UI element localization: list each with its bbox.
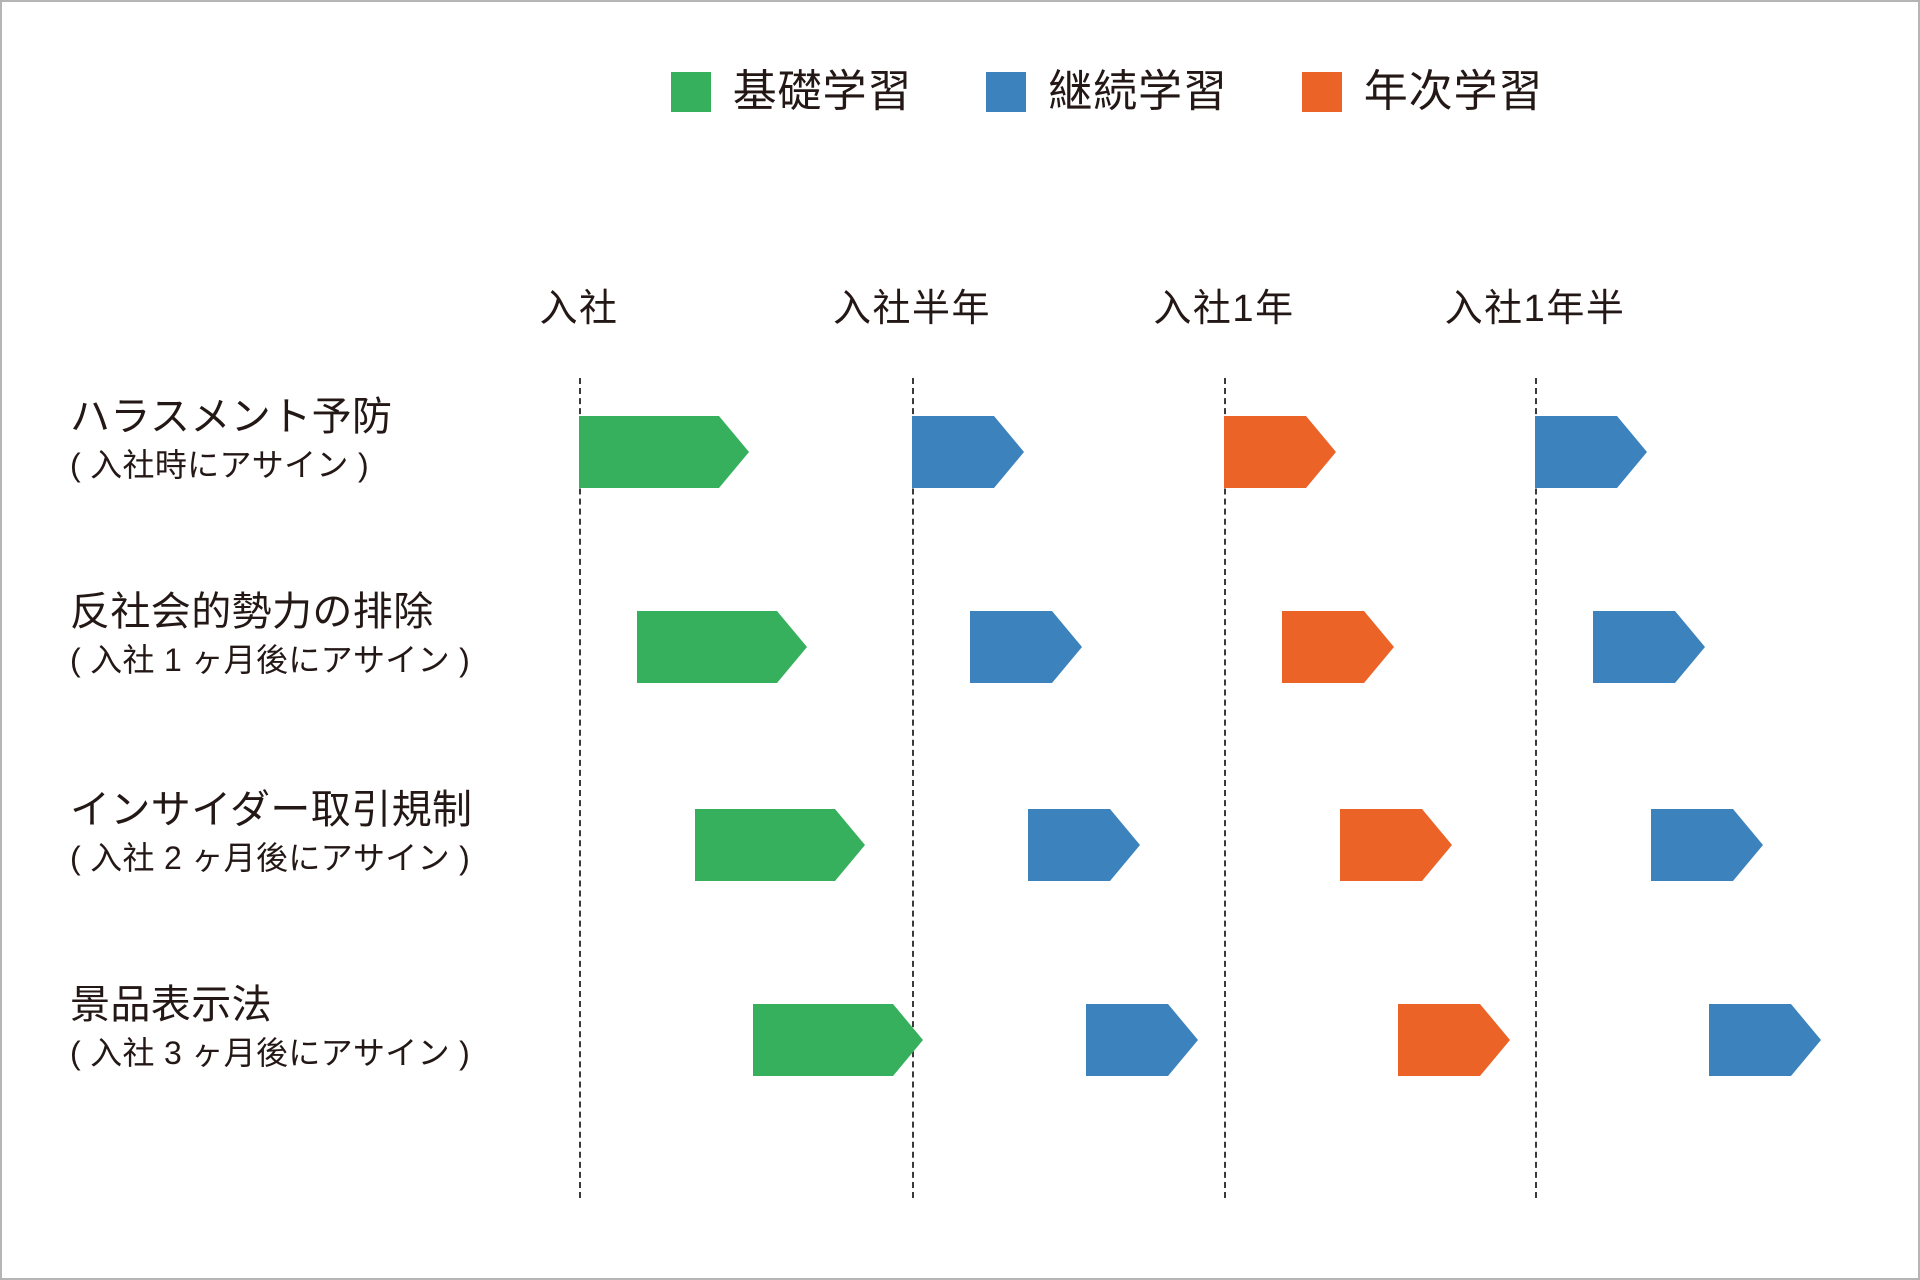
row-title-0: ハラスメント予防 <box>70 395 393 439</box>
bar-row0-col3[interactable] <box>1535 416 1647 488</box>
bar-row2-col0[interactable] <box>695 809 865 881</box>
bar-row2-col1[interactable] <box>1028 809 1140 881</box>
milestone-line-2 <box>1224 378 1226 1198</box>
column-header-0: 入社 <box>539 288 619 330</box>
row-title-1: 反社会的勢力の排除 <box>70 590 434 634</box>
bar-row1-col2[interactable] <box>1282 611 1394 683</box>
column-header-3: 入社1年半 <box>1444 288 1626 330</box>
milestone-line-0 <box>579 378 581 1198</box>
row-label-2: インサイダー取引規制 ( 入社 2 ヶ月後にアサイン ) <box>70 787 472 880</box>
legend-label-2: 年次学習 <box>1363 67 1544 116</box>
legend-item-0: 基礎学習 <box>670 67 913 116</box>
legend-label-1: 継続学習 <box>1048 67 1228 116</box>
legend-swatch-orange-icon <box>1301 72 1342 112</box>
milestone-line-3 <box>1535 378 1537 1198</box>
column-header-2: 入社1年 <box>1153 288 1295 330</box>
bar-row3-col1[interactable] <box>1086 1004 1198 1076</box>
milestone-line-1 <box>912 378 914 1198</box>
legend-label-0: 基礎学習 <box>732 67 913 116</box>
column-header-1: 入社半年 <box>832 288 992 330</box>
bar-row1-col0[interactable] <box>637 611 807 683</box>
bar-row1-col3[interactable] <box>1593 611 1705 683</box>
bar-row0-col1[interactable] <box>912 416 1024 488</box>
legend-item-2: 年次学習 <box>1301 67 1544 116</box>
row-label-0: ハラスメント予防 ( 入社時にアサイン ) <box>70 394 392 487</box>
bar-row2-col3[interactable] <box>1651 809 1763 881</box>
bar-row0-col2[interactable] <box>1224 416 1336 488</box>
row-subtitle-0: ( 入社時にアサイン ) <box>70 447 369 484</box>
legend-item-1: 継続学習 <box>986 70 1228 114</box>
bar-row3-col0[interactable] <box>753 1004 923 1076</box>
row-title-3: 景品表示法 <box>70 983 272 1027</box>
bar-row3-col2[interactable] <box>1398 1004 1510 1076</box>
bar-row1-col1[interactable] <box>970 611 1082 683</box>
row-subtitle-3: ( 入社 3 ヶ月後にアサイン ) <box>70 1035 471 1072</box>
row-subtitle-1: ( 入社 1 ヶ月後にアサイン ) <box>70 642 471 679</box>
legend-swatch-blue-icon <box>986 72 1027 112</box>
chart-legend: 基礎学習 継続学習 年次学習 <box>2 67 1918 116</box>
row-subtitle-2: ( 入社 2 ヶ月後にアサイン ) <box>70 840 471 877</box>
bar-row0-col0[interactable] <box>579 416 749 488</box>
bar-row2-col2[interactable] <box>1340 809 1452 881</box>
bar-row3-col3[interactable] <box>1709 1004 1821 1076</box>
legend-swatch-green-icon <box>670 72 711 112</box>
row-label-3: 景品表示法 ( 入社 3 ヶ月後にアサイン ) <box>70 982 470 1075</box>
row-title-2: インサイダー取引規制 <box>70 788 473 832</box>
row-label-1: 反社会的勢力の排除 ( 入社 1 ヶ月後にアサイン ) <box>70 589 470 682</box>
